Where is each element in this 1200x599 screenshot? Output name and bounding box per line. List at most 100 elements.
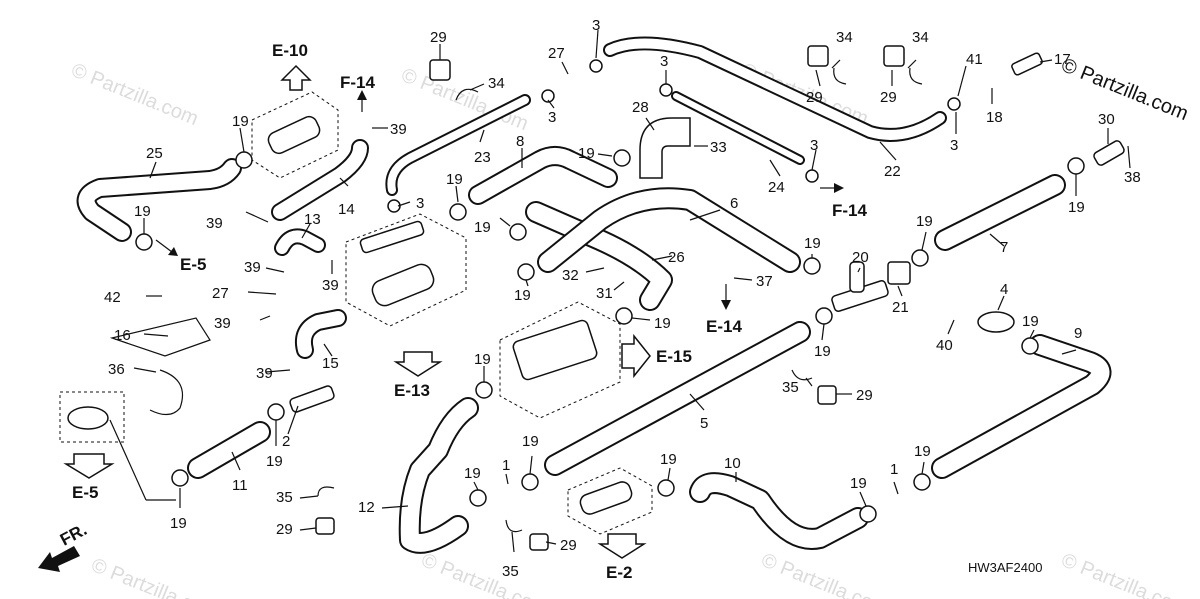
callout-19: 19 [266,453,283,470]
callout-19: 19 [578,145,595,162]
callout-19: 19 [464,465,481,482]
arrow-down-icon [63,453,115,479]
callout-1: 1 [502,457,510,474]
diagram-code: HW3AF2400 [968,560,1042,575]
callout-3: 3 [660,53,668,70]
callout-41: 41 [966,51,983,68]
watermark: © Partzilla.com [88,554,221,599]
callout-4: 4 [1000,281,1008,298]
callout-26: 26 [668,249,685,266]
ref-f14-right: F-14 [832,201,868,220]
callout-3: 3 [810,137,818,154]
callout-36: 36 [108,361,125,378]
callout-19: 19 [474,351,491,368]
callout-39: 39 [206,215,223,232]
ref-e15: E-15 [656,347,692,366]
callout-18: 18 [986,109,1003,126]
callout-27: 27 [548,45,565,62]
callout-19: 19 [660,451,677,468]
callout-19: 19 [474,219,491,236]
callout-3: 3 [592,17,600,34]
callout-19: 19 [1022,313,1039,330]
arrow-up-icon [357,90,367,100]
copyright-text: © Partzilla.com [1058,54,1191,125]
callout-7: 7 [1000,239,1008,256]
callout-21: 21 [892,299,909,316]
callout-8: 8 [516,133,524,150]
callout-16: 16 [114,327,131,344]
callout-19: 19 [232,113,249,130]
callout-19: 19 [1068,199,1085,216]
callout-14: 14 [338,201,355,218]
callout-19: 19 [914,443,931,460]
callout-35: 35 [782,379,799,396]
ref-e2: E-2 [606,563,632,582]
callout-19: 19 [446,171,463,188]
callout-numbers: 19 25 19 29 34 3 27 3 3 28 33 3 39 23 8 … [104,17,1141,580]
ref-e5-lower: E-5 [72,483,98,502]
callout-15: 15 [322,355,339,372]
callout-29: 29 [276,521,293,538]
callout-39: 39 [322,277,339,294]
hoses [76,36,1112,554]
callout-3: 3 [950,137,958,154]
callout-17: 17 [1054,51,1071,68]
arrow-down-icon [721,300,731,310]
callout-19: 19 [850,475,867,492]
callout-34: 34 [836,29,853,46]
callout-32: 32 [562,267,579,284]
callout-37: 37 [756,273,773,290]
leader-lines [109,29,1131,553]
callout-11: 11 [232,477,248,494]
watermark: © Partzilla.com [1058,549,1191,599]
callout-34: 34 [912,29,929,46]
arrow-right-icon [834,183,844,193]
arrow-down-icon [393,351,443,377]
ref-e5-upper: E-5 [180,255,206,274]
callout-39: 39 [390,121,407,138]
callout-38: 38 [1124,169,1141,186]
ref-e14: E-14 [706,317,742,336]
callout-34: 34 [488,75,505,92]
arrow-down-icon [597,533,647,559]
ref-e13: E-13 [394,381,430,400]
callout-19: 19 [916,213,933,230]
watermark: © Partzilla.com [758,549,891,599]
callout-2: 2 [282,433,290,450]
callout-3: 3 [548,109,556,126]
callout-19: 19 [814,343,831,360]
callout-5: 5 [700,415,708,432]
callout-35: 35 [276,489,293,506]
callout-30: 30 [1098,111,1115,128]
callout-31: 31 [596,285,613,302]
callout-19: 19 [654,315,671,332]
watermark: © Partzilla.com [68,59,201,130]
arrow-right-icon [621,333,651,379]
callout-39: 39 [214,315,231,332]
callout-12: 12 [358,499,375,516]
callout-35: 35 [502,563,519,580]
front-direction-icon [38,546,80,572]
callout-40: 40 [936,337,953,354]
arrow-right-icon [168,247,178,256]
callout-9: 9 [1074,325,1082,342]
callout-29: 29 [880,89,897,106]
callout-39: 39 [244,259,261,276]
callout-1: 1 [890,461,898,478]
callout-22: 22 [884,163,901,180]
front-direction-label: FR. [57,520,90,550]
callout-29: 29 [806,89,823,106]
callout-29: 29 [430,29,447,46]
callout-29: 29 [560,537,577,554]
callout-39: 39 [256,365,273,382]
callout-3: 3 [416,195,424,212]
callout-27: 27 [212,285,229,302]
callout-23: 23 [474,149,491,166]
callout-28: 28 [632,99,649,116]
callout-19: 19 [514,287,531,304]
callout-10: 10 [724,455,741,472]
arrow-up-icon [280,64,312,91]
callout-42: 42 [104,289,121,306]
callout-29: 29 [856,387,873,404]
reference-arrows [38,64,844,572]
